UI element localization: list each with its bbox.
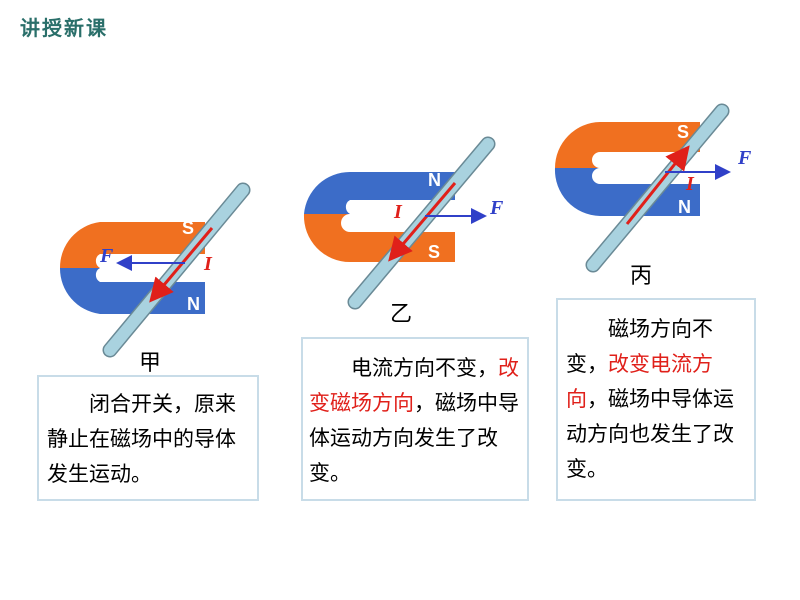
label-f-jia: F [99, 245, 114, 267]
text-yi-rest: ，磁场中导体运动方向发生了改变。 [309, 391, 519, 485]
pole-s-bing: S [677, 122, 689, 142]
diagram-bing: S N F I [554, 103, 752, 273]
caption-bing: 丙 [630, 264, 653, 289]
text-bing-rest: ，磁场中导体运动方向也发生了改变。 [566, 387, 734, 481]
text-yi-plain: 电流方向不变， [351, 356, 498, 380]
page-title: 讲授新课 [20, 16, 108, 40]
caption-yi: 乙 [390, 302, 413, 327]
textbox-jia: 闭合开关，原来静止在磁场中的导体发生运动。 [37, 375, 259, 501]
caption-jia: 甲 [139, 351, 162, 376]
pole-n-bing: N [678, 197, 691, 217]
label-i-yi: I [393, 201, 403, 223]
label-f-yi: F [489, 197, 504, 219]
text-jia: 闭合开关，原来静止在磁场中的导体发生运动。 [47, 392, 236, 486]
diagram-jia: S N F I [59, 182, 251, 358]
pole-s-jia: S [182, 218, 194, 238]
label-f-bing: F [737, 147, 752, 169]
label-i-jia: I [203, 253, 213, 275]
textbox-bing: 磁场方向不变，改变电流方向，磁场中导体运动方向也发生了改变。 [556, 298, 756, 501]
text-yi-highlight: 改变磁场方向 [309, 356, 519, 415]
pole-n-yi: N [428, 170, 441, 190]
pole-s-yi: S [428, 242, 440, 262]
magnet-bing [554, 122, 700, 216]
text-bing-plain: 磁场方向不变， [566, 317, 713, 376]
pole-n-jia: N [187, 294, 200, 314]
current-arrow-yi [388, 182, 457, 262]
text-bing-highlight: 改变电流方向 [566, 352, 713, 411]
diagram-yi: N S F I [303, 136, 504, 310]
label-i-bing: I [685, 173, 695, 195]
current-arrow-bing [625, 145, 690, 225]
magnet-yi [303, 171, 455, 263]
textbox-yi: 电流方向不变，改变磁场方向，磁场中导体运动方向发生了改变。 [301, 337, 529, 501]
